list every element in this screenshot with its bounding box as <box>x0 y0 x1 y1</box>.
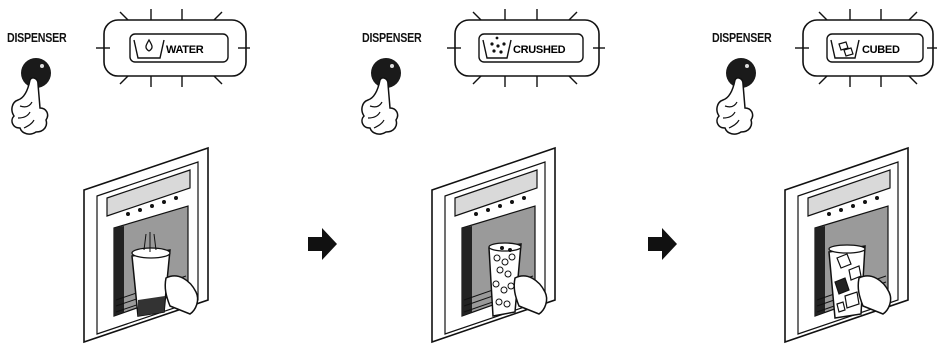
right-arrow-icon <box>308 226 338 262</box>
right-arrow-icon <box>648 226 678 262</box>
water-illustration: WATER <box>0 0 250 353</box>
mode-label: CUBED <box>862 44 900 56</box>
dispenser-label: DISPENSER <box>362 30 421 45</box>
button-highlight <box>390 64 394 68</box>
water-drop-cup-icon <box>134 40 164 58</box>
panel-cubed: CUBED DISPENSER <box>705 0 938 353</box>
panel-crushed: CRUSHED DISPENSER <box>355 0 605 353</box>
button-highlight <box>745 64 749 68</box>
dispenser-label: DISPENSER <box>7 30 66 45</box>
dispenser-label: DISPENSER <box>712 30 771 45</box>
cubed-ice-illustration: CUBED <box>705 0 938 353</box>
panel-water: WATER DISPENSER <box>0 0 250 353</box>
mode-label: WATER <box>166 44 204 56</box>
crushed-ice-cup-icon <box>483 37 511 58</box>
crushed-ice-illustration: CRUSHED <box>355 0 605 353</box>
button-highlight <box>40 64 44 68</box>
ice-cube-cup-icon <box>831 40 859 58</box>
mode-label: CRUSHED <box>513 44 566 56</box>
